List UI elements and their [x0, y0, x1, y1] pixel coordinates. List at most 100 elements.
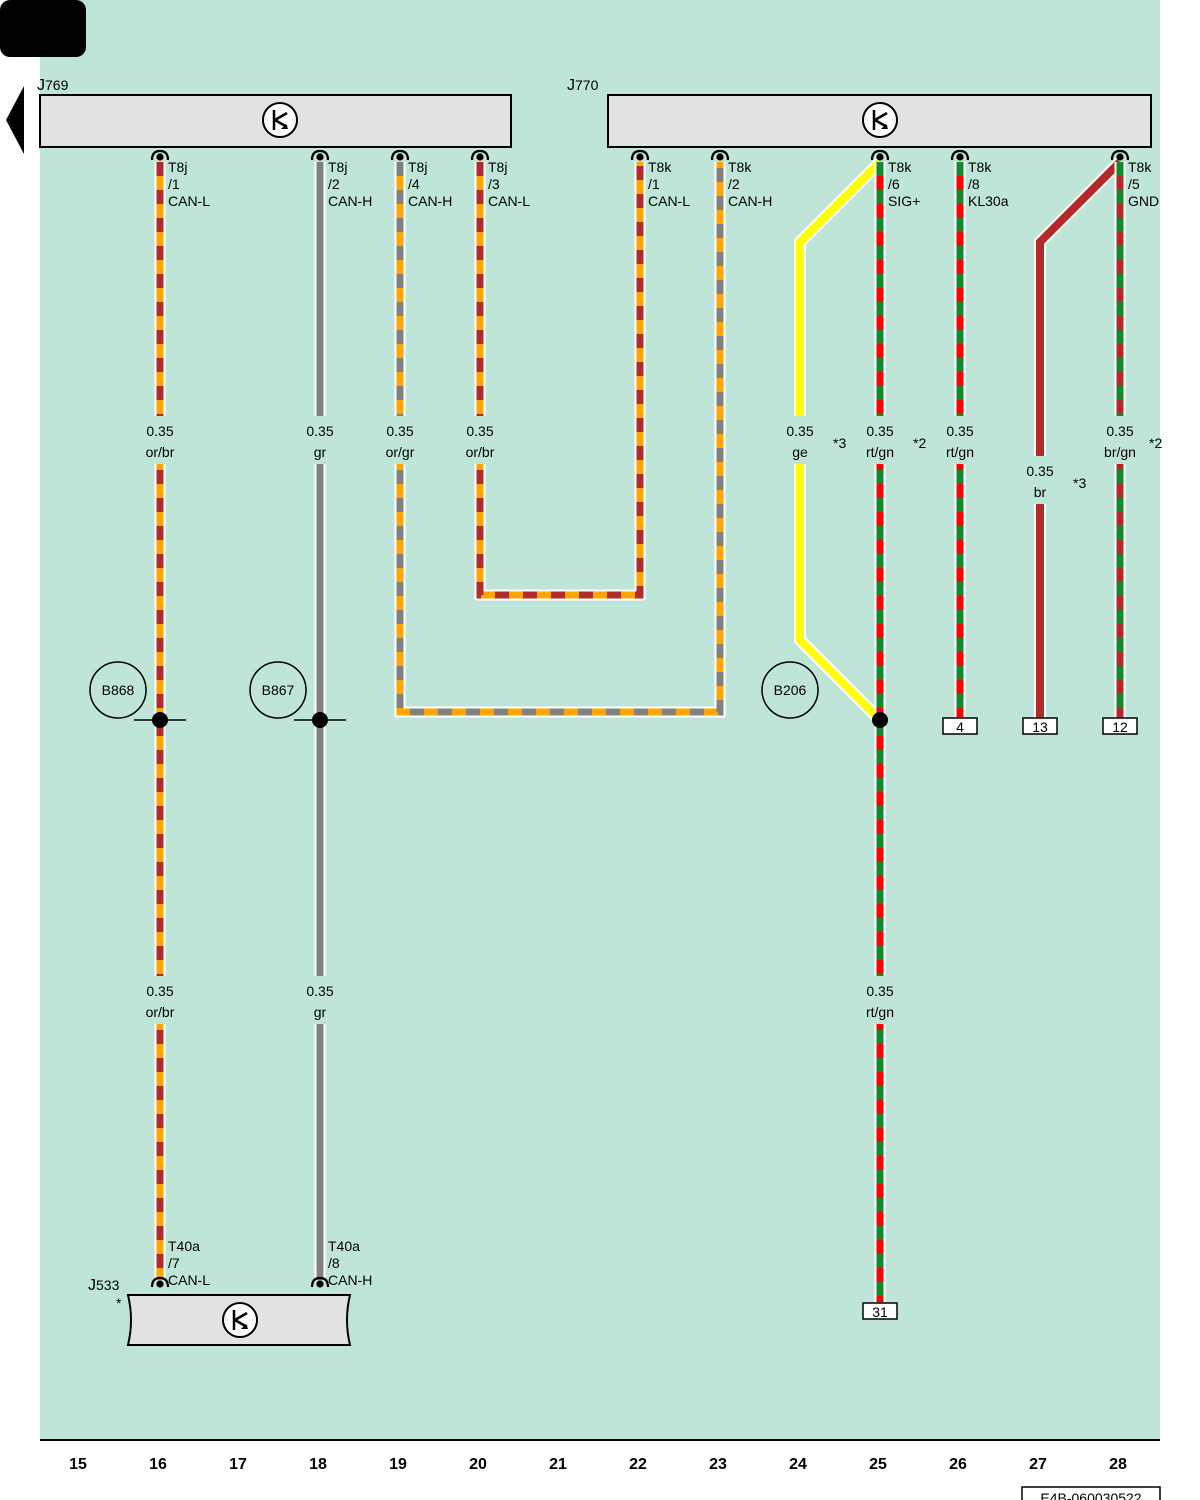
svg-text:SIG+: SIG+ [888, 193, 920, 209]
pin-label-j770-5: T8k /5 GND [1128, 159, 1159, 209]
j770-label: J770 [567, 77, 599, 94]
previous-page-arrow-icon[interactable] [6, 86, 24, 154]
svg-text:25: 25 [869, 1456, 887, 1473]
svg-text:/1: /1 [168, 176, 180, 192]
ref-box-4[interactable]: 4 [942, 717, 978, 735]
wire-size-label: 0.35 [946, 423, 973, 439]
svg-text:13: 13 [1032, 719, 1048, 735]
svg-text:T8k: T8k [1128, 159, 1152, 175]
svg-text:CAN-L: CAN-L [168, 193, 210, 209]
j769-label: J769 [37, 77, 69, 94]
wire-color-label: rt/gn [866, 444, 894, 460]
svg-text:GND: GND [1128, 193, 1159, 209]
wire-color-label: or/gr [386, 444, 415, 460]
ref-box-31[interactable]: 31 [862, 1302, 898, 1320]
wire-size-label: 0.35 [786, 423, 813, 439]
ref-box-12[interactable]: 12 [1102, 717, 1138, 735]
svg-text:/6: /6 [888, 176, 900, 192]
wire-color-label: rt/gn [946, 444, 974, 460]
wire-color-label: ge [792, 444, 808, 460]
svg-text:CAN-L: CAN-L [488, 193, 530, 209]
wire-size-label: 0.35 [866, 423, 893, 439]
page-tab [0, 0, 86, 57]
svg-text:/8: /8 [968, 176, 980, 192]
svg-text:CAN-H: CAN-H [728, 193, 772, 209]
wire-color-label: br/gn [1104, 444, 1136, 460]
svg-text:24: 24 [789, 1456, 807, 1473]
connection-b206[interactable]: B206 [761, 661, 888, 728]
svg-text:21: 21 [549, 1456, 567, 1473]
svg-text:T8k: T8k [968, 159, 992, 175]
svg-text:*3: *3 [1073, 475, 1086, 491]
svg-text:T40a: T40a [328, 1238, 360, 1254]
wire-27-br[interactable] [1034, 157, 1125, 718]
wire-size-label: 0.35 [306, 983, 333, 999]
wire-label-gaps [140, 416, 1140, 1024]
svg-text:T8j: T8j [168, 159, 187, 175]
component-j533[interactable] [126, 1294, 352, 1346]
pin-label-j769-3: T8j /3 CAN-L [488, 159, 530, 209]
wire-20-22-or-br[interactable] [474, 162, 646, 601]
svg-text:*2: *2 [913, 435, 926, 451]
wire-size-label: 0.35 [466, 423, 493, 439]
svg-text:27: 27 [1029, 1456, 1047, 1473]
svg-text:T8k: T8k [728, 159, 752, 175]
wire-size-label: 0.35 [146, 423, 173, 439]
wire-color-label: gr [314, 1004, 327, 1020]
svg-text:B206: B206 [774, 682, 807, 698]
svg-text:T8k: T8k [648, 159, 672, 175]
svg-text:T8j: T8j [328, 159, 347, 175]
svg-text:B867: B867 [262, 682, 295, 698]
svg-text:19: 19 [389, 1456, 407, 1473]
svg-text:17: 17 [229, 1456, 247, 1473]
component-j770[interactable] [607, 94, 1152, 148]
wire-size-label: 0.35 [146, 983, 173, 999]
image-code: E4B-060030522 [1021, 1486, 1161, 1500]
pin-sockets [150, 149, 1130, 1288]
ref-box-13[interactable]: 13 [1022, 717, 1058, 735]
pin-label-j533-8: T40a /8 CAN-H [328, 1238, 372, 1288]
svg-text:28: 28 [1109, 1456, 1127, 1473]
svg-text:T40a: T40a [168, 1238, 200, 1254]
wire-size-label: 0.35 [866, 983, 893, 999]
svg-text:15: 15 [69, 1456, 87, 1473]
svg-text:18: 18 [309, 1456, 327, 1473]
svg-text:CAN-H: CAN-H [328, 1272, 372, 1288]
pin-label-j533-7: T40a /7 CAN-L [168, 1238, 210, 1288]
svg-text:KL30a: KL30a [968, 193, 1009, 209]
connection-b867[interactable]: B867 [249, 661, 346, 728]
svg-text:22: 22 [629, 1456, 647, 1473]
svg-text:/2: /2 [328, 176, 340, 192]
wire-size-label: 0.35 [306, 423, 333, 439]
wire-color-label: gr [314, 444, 327, 460]
svg-text:20: 20 [469, 1456, 487, 1473]
footnote-markers: *3 *2 *3 *2 [833, 435, 1162, 491]
svg-text:E4B-060030522: E4B-060030522 [1040, 1490, 1141, 1500]
control-unit-icon [862, 102, 898, 138]
j533-note: * [116, 1295, 122, 1311]
pin-label-j770-2: T8k /2 CAN-H [728, 159, 772, 209]
wire-size-label: 0.35 [1106, 423, 1133, 439]
control-unit-icon [262, 102, 298, 138]
svg-text:T8k: T8k [888, 159, 912, 175]
svg-text:*2: *2 [1149, 435, 1162, 451]
wire-size-label: 0.35 [386, 423, 413, 439]
wire-color-label: or/br [146, 444, 175, 460]
column-numbers: 15 16 17 18 19 20 21 22 23 24 25 26 27 2… [69, 1456, 1127, 1473]
diagram-background [40, 0, 1160, 1440]
svg-text:/8: /8 [328, 1255, 340, 1271]
connection-b868[interactable]: B868 [89, 661, 186, 728]
component-j769[interactable] [39, 94, 512, 148]
svg-text:26: 26 [949, 1456, 967, 1473]
svg-text:4: 4 [956, 719, 964, 735]
pin-label-j770-1: T8k /1 CAN-L [648, 159, 690, 209]
svg-text:12: 12 [1112, 719, 1128, 735]
svg-text:/2: /2 [728, 176, 740, 192]
wire-color-label: br [1034, 484, 1047, 500]
svg-text:/3: /3 [488, 176, 500, 192]
pin-label-j769-4: T8j /4 CAN-H [408, 159, 452, 209]
wire-size-label: 0.35 [1026, 463, 1053, 479]
pin-label-j770-6: T8k /6 SIG+ [888, 159, 920, 209]
svg-text:*3: *3 [833, 435, 846, 451]
pin-label-j769-1: T8j /1 CAN-L [168, 159, 210, 209]
